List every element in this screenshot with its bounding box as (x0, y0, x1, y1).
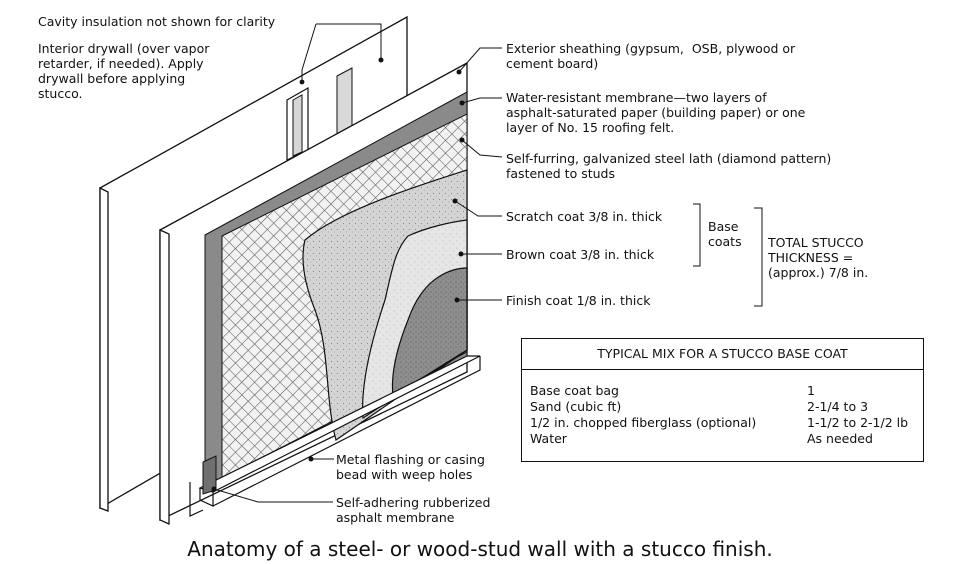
table-cell-amount: 2-1/4 to 3 (807, 399, 869, 414)
table-row: 1/2 in. chopped fiberglass (optional) 1-… (530, 415, 917, 431)
brackets (693, 203, 763, 307)
table-cell-item: Water (530, 431, 567, 446)
label-finish-coat: Finish coat 1/8 in. thick (506, 293, 651, 308)
label-total-thickness: TOTAL STUCCO THICKNESS = (approx.) 7/8 i… (768, 235, 869, 280)
table-cell-amount: As needed (807, 431, 873, 446)
leader-lines (213, 23, 503, 503)
label-steel-lath: Self-furring, galvanized steel lath (dia… (506, 151, 832, 181)
label-brown-coat: Brown coat 3/8 in. thick (506, 247, 655, 262)
table-cell-item: Base coat bag (530, 383, 619, 398)
table-row: Sand (cubic ft) 2-1/4 to 3 (530, 399, 917, 415)
label-water-resistant-membrane: Water-resistant membrane—two layers of a… (506, 90, 806, 135)
rubberized-membrane (189, 455, 217, 517)
table-cell-item: 1/2 in. chopped fiberglass (optional) (530, 415, 757, 430)
label-cavity-insulation: Cavity insulation not shown for clarity (38, 14, 276, 29)
table-row: Water As needed (530, 431, 917, 447)
mix-table: TYPICAL MIX FOR A STUCCO BASE COAT Base … (521, 338, 924, 462)
label-metal-flashing: Metal flashing or casing bead with weep … (336, 452, 485, 482)
table-row: Base coat bag 1 (530, 383, 917, 399)
label-exterior-sheathing: Exterior sheathing (gypsum, OSB, plywood… (506, 41, 796, 71)
table-cell-item: Sand (cubic ft) (530, 399, 622, 414)
label-scratch-coat: Scratch coat 3/8 in. thick (506, 209, 663, 224)
label-rubberized-membrane: Self-adhering rubberized asphalt membran… (336, 495, 491, 525)
figure-caption: Anatomy of a steel- or wood-stud wall wi… (187, 537, 773, 561)
table-cell-amount: 1-1/2 to 2-1/2 lb (807, 415, 909, 430)
finish-coat (391, 267, 468, 398)
metal-flashing (198, 355, 481, 507)
mix-table-title: TYPICAL MIX FOR A STUCCO BASE COAT (522, 339, 923, 370)
table-cell-amount: 1 (807, 383, 815, 398)
label-base-coats: Base coats (708, 219, 742, 249)
label-interior-drywall: Interior drywall (over vapor retarder, i… (38, 41, 210, 101)
